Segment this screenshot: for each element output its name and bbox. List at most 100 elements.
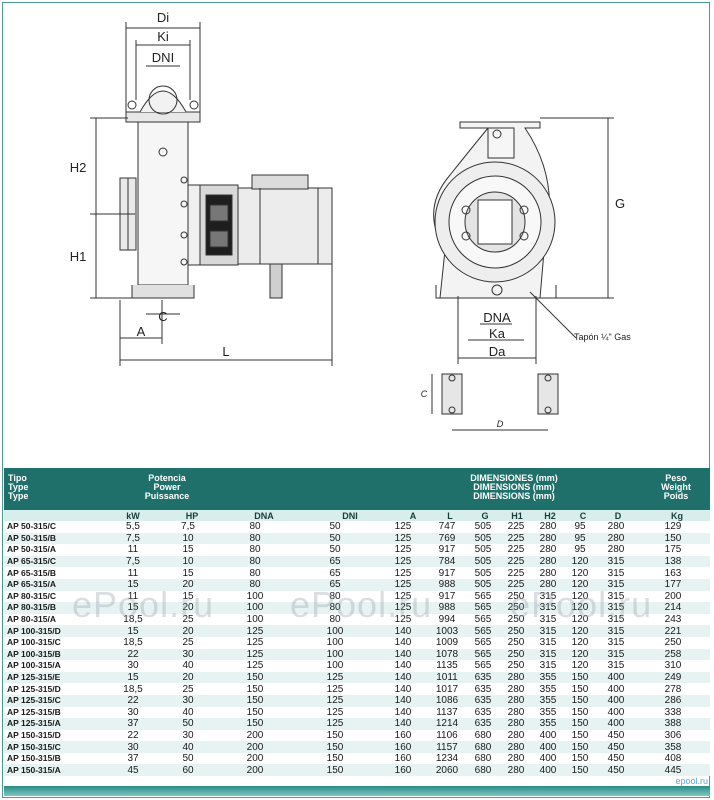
label-da: Da (489, 344, 506, 359)
value-cell: 635 (466, 671, 500, 684)
label-l: L (222, 344, 229, 359)
value-cell: 30 (108, 741, 158, 753)
value-cell: 635 (466, 683, 500, 695)
value-cell: 125 (292, 683, 378, 695)
value-cell: 150 (564, 729, 596, 742)
header-tipo: Tipo Type Type (8, 474, 68, 501)
value-cell: 150 (292, 741, 378, 753)
value-cell: 505 (466, 544, 500, 556)
value-cell: 249 (636, 671, 710, 684)
value-cell: 138 (636, 555, 710, 568)
value-cell: 250 (500, 660, 532, 672)
model-cell: AP 100-315/A (4, 660, 108, 672)
value-cell: 315 (532, 590, 564, 603)
value-cell: 680 (466, 729, 500, 742)
value-cell: 160 (378, 752, 428, 765)
value-cell: 80 (292, 613, 378, 626)
value-cell: 250 (500, 636, 532, 649)
value-cell: 20 (158, 578, 218, 591)
value-cell: 150 (218, 694, 292, 707)
model-cell: AP 65-315/B (4, 567, 108, 579)
value-cell: 11 (108, 544, 158, 556)
value-cell: 280 (500, 683, 532, 695)
value-cell: 7,5 (158, 521, 218, 533)
label-ka: Ka (489, 326, 506, 341)
value-cell: 250 (636, 636, 710, 649)
value-cell: 80 (218, 555, 292, 568)
value-cell: 150 (218, 671, 292, 684)
value-cell: 280 (532, 521, 564, 533)
value-cell: 150 (218, 718, 292, 730)
value-cell: 280 (500, 694, 532, 707)
value-cell: 315 (596, 625, 636, 637)
value-cell: 175 (636, 544, 710, 556)
value-cell: 280 (500, 718, 532, 730)
value-cell: 565 (466, 613, 500, 626)
value-cell: 505 (466, 532, 500, 545)
value-cell: 917 (428, 544, 466, 556)
value-cell: 50 (292, 532, 378, 545)
value-cell: 505 (466, 521, 500, 533)
value-cell: 200 (636, 590, 710, 603)
value-cell: 50 (158, 752, 218, 765)
unit-l: L (447, 511, 453, 521)
value-cell: 125 (378, 590, 428, 603)
model-cell: AP 150-315/B (4, 752, 108, 765)
value-cell: 18,5 (108, 636, 158, 649)
value-cell: 1106 (428, 729, 466, 742)
value-cell: 200 (218, 729, 292, 742)
value-cell: 315 (532, 602, 564, 614)
value-cell: 18,5 (108, 683, 158, 695)
model-cell: AP 100-315/C (4, 636, 108, 649)
label-ki: Ki (157, 29, 169, 44)
value-cell: 140 (378, 671, 428, 684)
value-cell: 315 (596, 567, 636, 579)
value-cell: 125 (292, 671, 378, 684)
value-cell: 280 (500, 741, 532, 753)
value-cell: 988 (428, 578, 466, 591)
value-cell: 258 (636, 648, 710, 661)
value-cell: 315 (596, 636, 636, 649)
value-cell: 150 (564, 741, 596, 753)
value-cell: 450 (596, 764, 636, 777)
value-cell: 125 (378, 578, 428, 591)
unit-hp: HP (185, 511, 199, 521)
watermark-2: ePool.ru (290, 584, 433, 625)
value-cell: 30 (108, 706, 158, 719)
value-cell: 45 (108, 764, 158, 777)
value-cell: 200 (218, 764, 292, 777)
value-cell: 388 (636, 718, 710, 730)
value-cell: 315 (532, 660, 564, 672)
value-cell: 225 (500, 532, 532, 545)
value-cell: 358 (636, 741, 710, 753)
value-cell: 400 (596, 671, 636, 684)
table-header: Tipo Type Type Potencia Power Puissance … (4, 468, 710, 510)
value-cell: 280 (500, 671, 532, 684)
drawing-svg: Di Ki DNI H2 H1 C A L G DNA Ka Da Tapón … (70, 10, 631, 431)
value-cell: 565 (466, 625, 500, 637)
header-dim-en: DIMENSIONS (mm) (473, 482, 555, 492)
value-cell: 1009 (428, 636, 466, 649)
value-cell: 505 (466, 555, 500, 568)
value-cell: 225 (500, 521, 532, 533)
value-cell: 400 (532, 752, 564, 765)
label-dni: DNI (152, 50, 174, 65)
value-cell: 120 (564, 590, 596, 603)
value-cell: 310 (636, 660, 710, 672)
unit-g: G (481, 511, 489, 521)
value-cell: 129 (636, 521, 710, 533)
value-cell: 680 (466, 752, 500, 765)
value-cell: 22 (108, 729, 158, 742)
value-cell: 95 (564, 532, 596, 545)
model-cell: AP 80-315/C (4, 590, 108, 603)
